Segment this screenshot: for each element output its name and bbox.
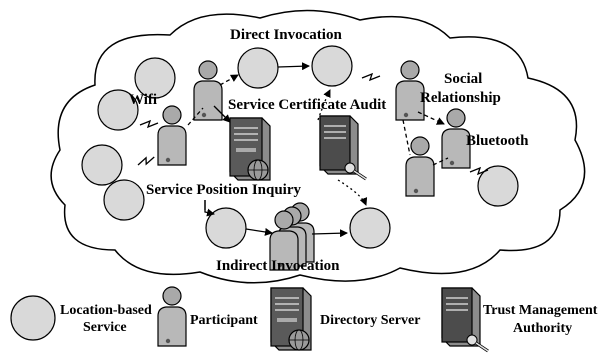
legend-directory-server-icon — [270, 287, 312, 351]
service-position-inquiry-label: Service Position Inquiry — [146, 182, 302, 198]
legend-trust-authority-icon — [440, 286, 490, 353]
legend-authority-label: Authority — [513, 321, 572, 336]
legend: Location-based Service Participant Direc… — [10, 286, 598, 353]
location-service — [205, 207, 247, 249]
legend-participant-icon — [157, 286, 187, 347]
relationship-label: Relationship — [420, 90, 501, 106]
direct-invocation-label: Direct Invocation — [230, 27, 342, 43]
location-service — [237, 47, 279, 89]
legend-service-label: Service — [83, 320, 127, 335]
indirect-invocation-label: Indirect Invocation — [216, 258, 340, 274]
connection-arrows — [187, 62, 449, 238]
location-service — [97, 89, 139, 131]
legend-directory-server-label: Directory Server — [320, 313, 420, 328]
wifi-label: Wifi — [129, 92, 157, 108]
location-service-nodes — [81, 45, 519, 249]
location-service — [311, 45, 353, 87]
location-service — [103, 179, 145, 221]
location-service — [81, 144, 123, 186]
social-label: Social — [444, 71, 482, 87]
directory-server-icon — [229, 117, 271, 181]
location-service — [477, 165, 519, 207]
location-service — [134, 57, 176, 99]
location-service — [349, 207, 391, 249]
legend-location-based-label: Location-based — [60, 303, 152, 318]
legend-location-service-icon — [10, 295, 56, 341]
service-certificate-audit-label: Service Certificate Audit — [228, 97, 386, 113]
legend-participant-label: Participant — [190, 313, 258, 328]
network-cloud — [50, 9, 586, 284]
legend-trust-management-label: Trust Management — [483, 303, 598, 318]
bluetooth-label: Bluetooth — [466, 133, 529, 149]
